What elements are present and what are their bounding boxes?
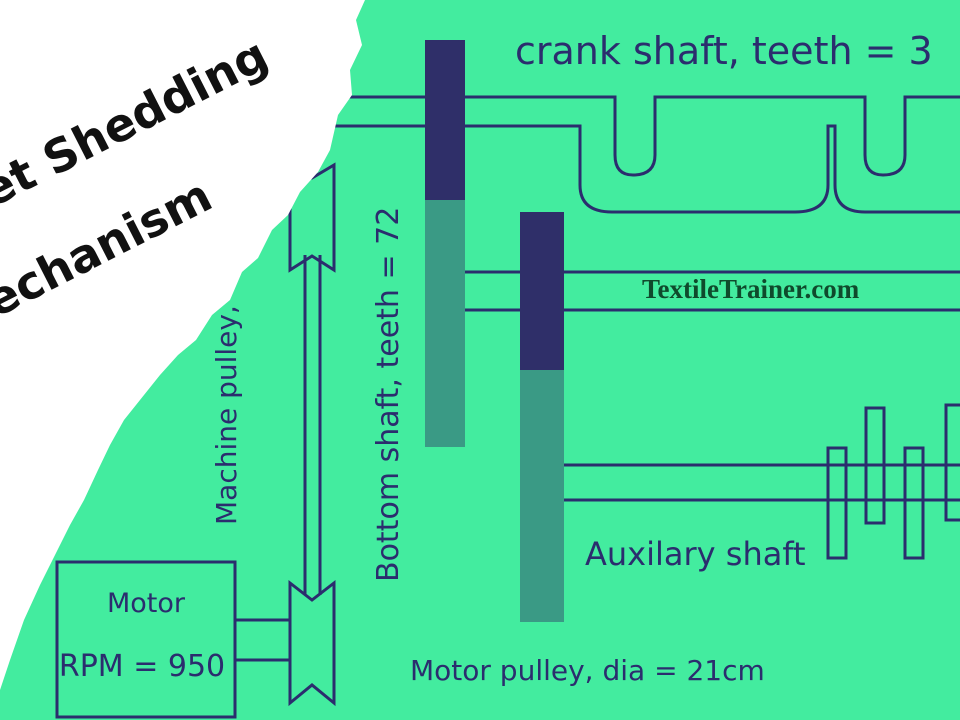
- bottom-gear-teal: [425, 200, 465, 447]
- bottom-shaft-label: Bottom shaft, teeth = 72: [371, 207, 406, 582]
- auxiliary-shaft-label: Auxilary shaft: [585, 535, 806, 573]
- aux-collar-3: [903, 446, 925, 560]
- watermark: TextileTrainer.com: [642, 274, 860, 304]
- aux-collar-2: [864, 406, 886, 525]
- aux-gear-teal: [520, 370, 564, 622]
- machine-pulley-label: Machine pulley,: [210, 305, 243, 525]
- aux-collar-1: [826, 446, 848, 560]
- crank-shaft-label: crank shaft, teeth = 3: [515, 29, 933, 73]
- motor-rpm: RPM = 950: [59, 649, 225, 684]
- motor-pulley: [288, 579, 336, 707]
- crank-shaft-upper: [330, 95, 960, 177]
- torn-paper: [0, 0, 365, 690]
- motor-title: Motor: [107, 588, 186, 619]
- crank-shaft-lower: [330, 124, 960, 214]
- aux-gear-dark: [520, 212, 564, 370]
- motor-pulley-label: Motor pulley, dia = 21cm: [410, 654, 765, 687]
- motor-box: [55, 560, 237, 719]
- crank-gear-dark: [425, 40, 465, 200]
- aux-collar-4: [944, 403, 960, 522]
